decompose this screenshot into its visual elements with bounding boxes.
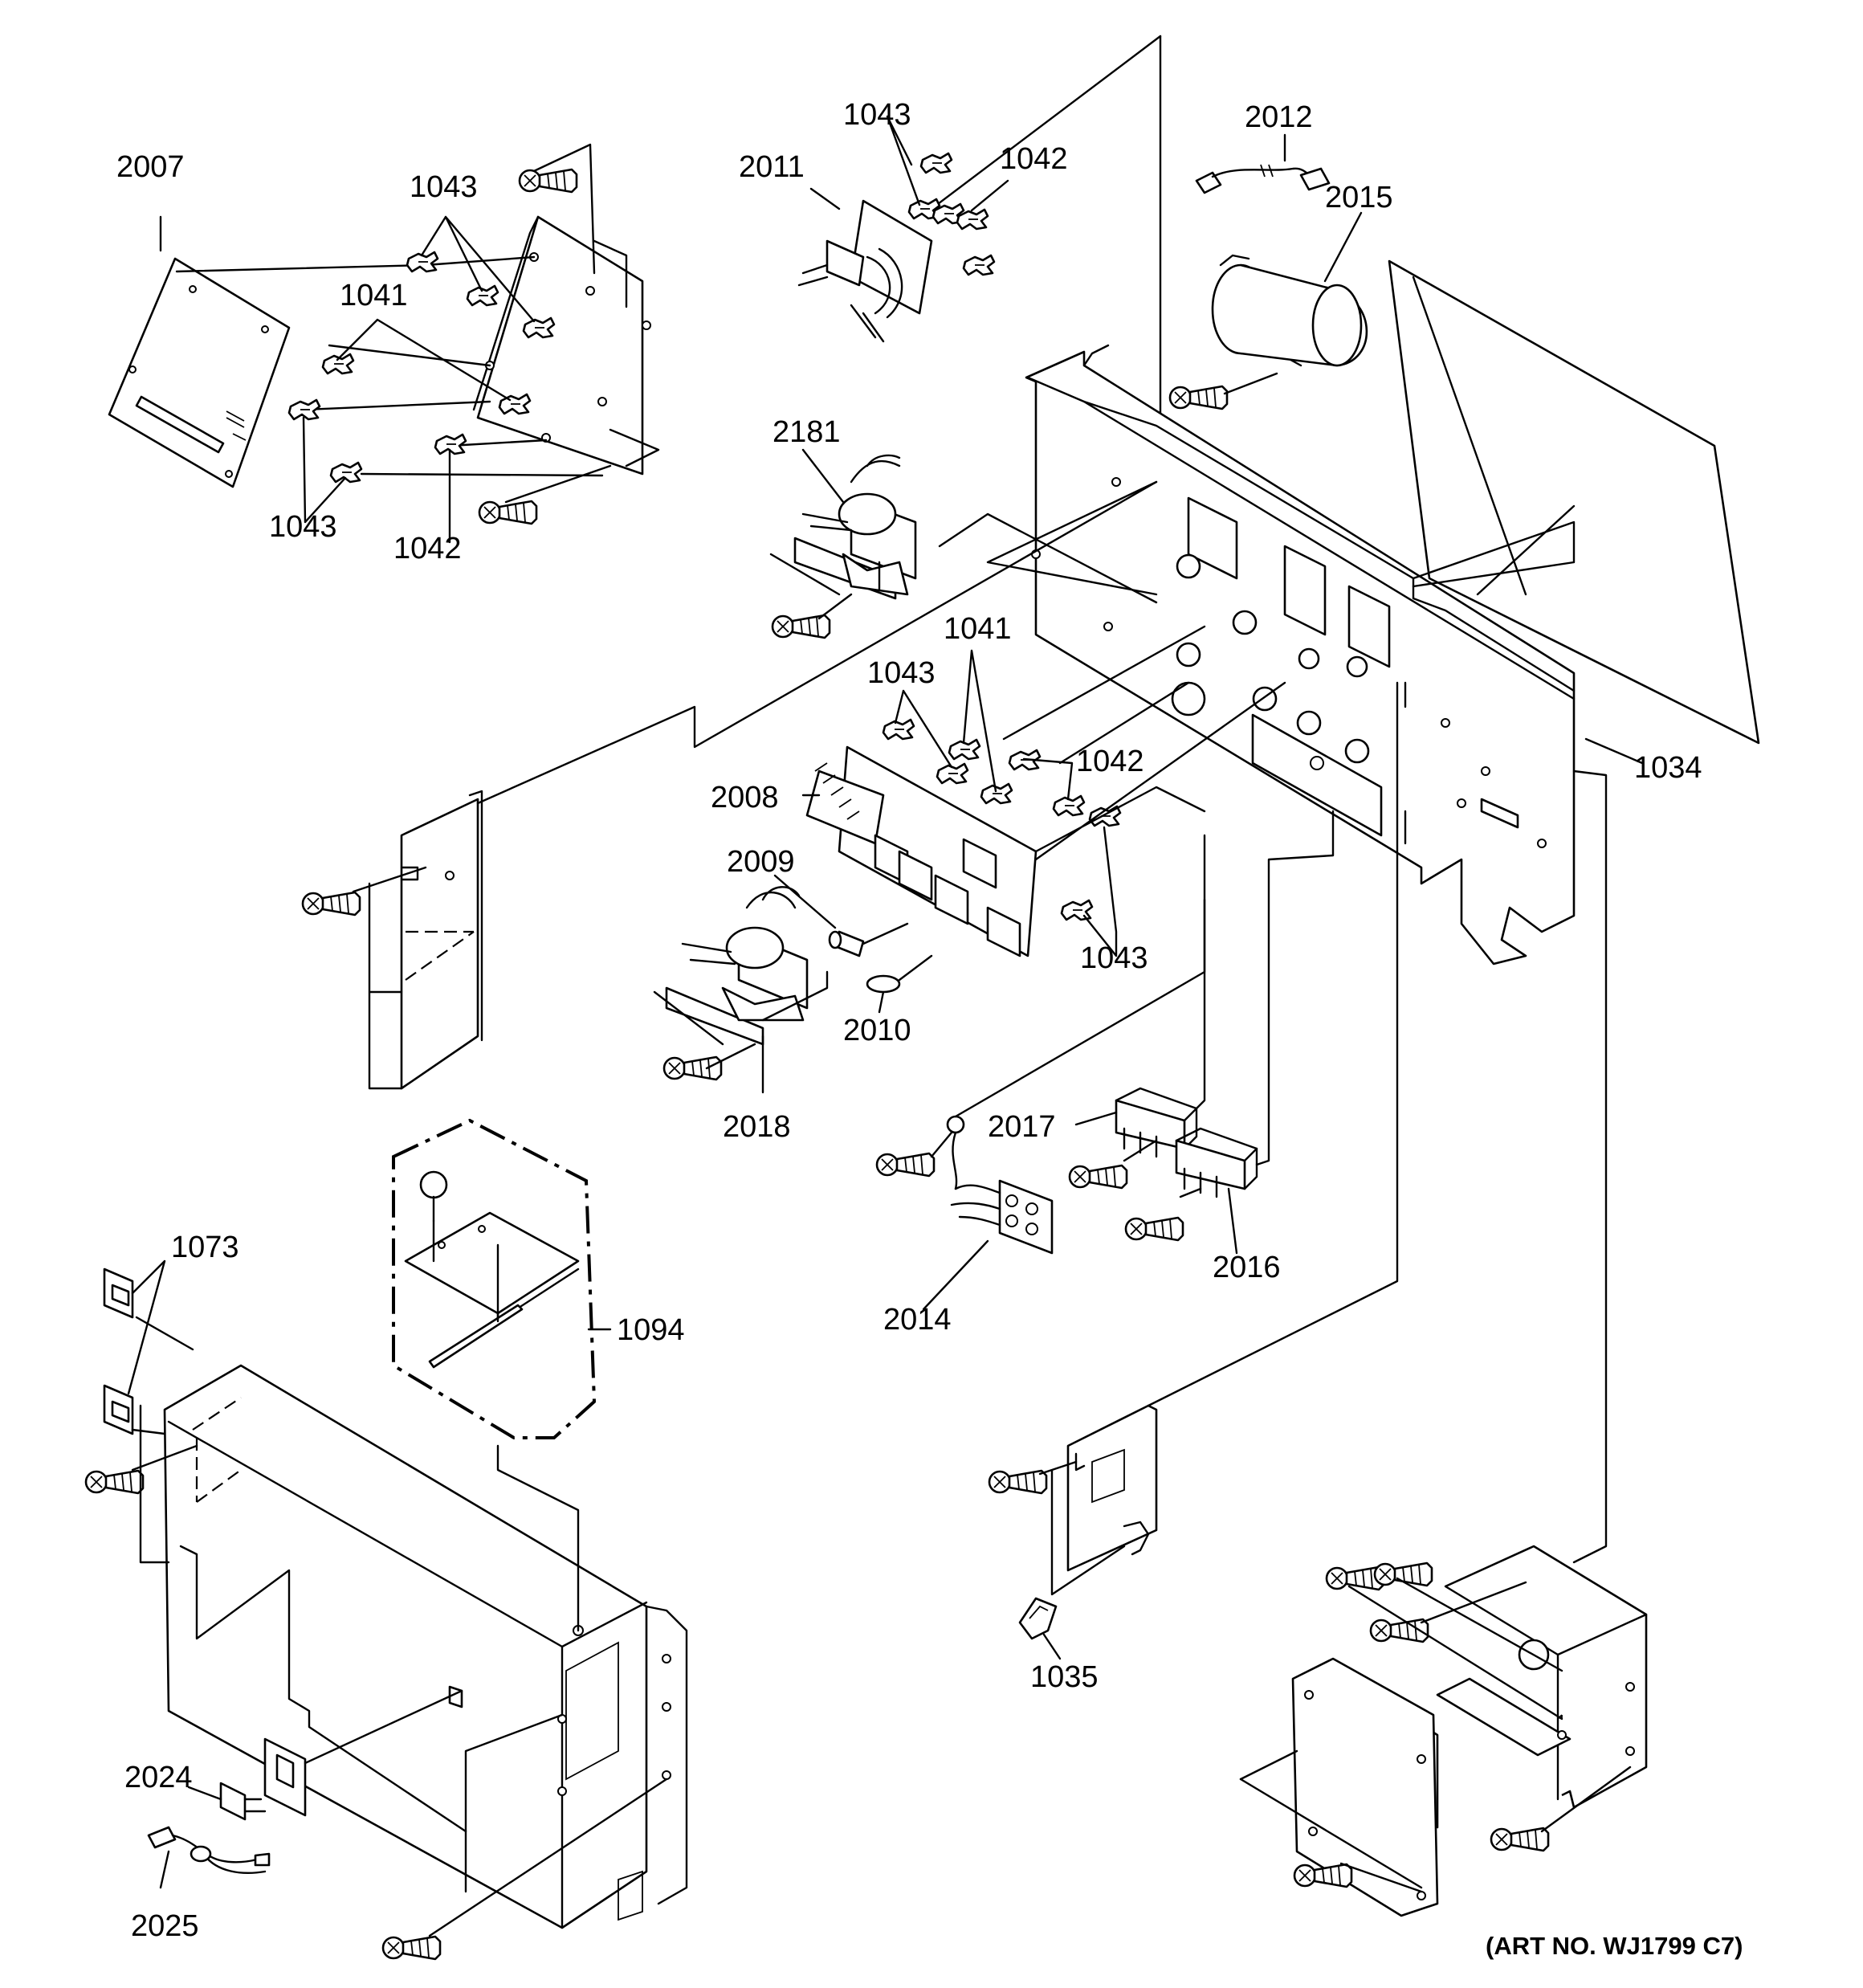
label-1043-e: 1043 [1080, 941, 1148, 975]
part-labels: 2007 1043 1041 1043 1042 1043 2011 1042 … [116, 98, 1743, 1960]
cover-panel-lower-right [1291, 1657, 1439, 1917]
label-1073: 1073 [171, 1231, 239, 1264]
control-board-2008 [805, 745, 1037, 957]
label-2011: 2011 [739, 150, 805, 184]
label-2007: 2007 [116, 150, 185, 184]
label-1043-a: 1043 [410, 170, 478, 204]
label-2024: 2024 [124, 1761, 193, 1794]
transformer-2018 [665, 886, 809, 1046]
label-1035: 1035 [1030, 1660, 1099, 1694]
relay-2016 [1175, 1127, 1258, 1198]
label-2008: 2008 [711, 781, 779, 814]
harness-connector-2014 [946, 1115, 1054, 1255]
art-number: (ART NO. WJ1799 C7) [1486, 1932, 1743, 1960]
side-plate [400, 790, 483, 1090]
motor-2015 [1211, 254, 1368, 367]
label-2016: 2016 [1213, 1251, 1281, 1284]
main-panel-1034 [1025, 344, 1576, 965]
label-2015: 2015 [1325, 181, 1393, 214]
transformer-2181 [793, 454, 917, 600]
label-1043-b: 1043 [269, 510, 337, 544]
label-1042-b: 1042 [1000, 142, 1068, 176]
label-1041-a: 1041 [340, 279, 408, 312]
kit-1094 [392, 1118, 597, 1439]
label-1042-c: 1042 [1076, 745, 1144, 778]
switch-1073 [103, 1268, 134, 1435]
label-1043-d: 1043 [867, 656, 936, 690]
terminal-block-2011 [797, 199, 933, 343]
cover-plate [1388, 259, 1760, 745]
label-2017: 2017 [988, 1110, 1056, 1144]
bracket-1035 [1018, 1404, 1158, 1640]
label-1034: 1034 [1634, 751, 1702, 785]
fuse-2009 [828, 930, 865, 957]
label-2014: 2014 [883, 1303, 952, 1337]
label-2010: 2010 [843, 1014, 911, 1047]
relay-2017 [1115, 1087, 1198, 1158]
wire-2025 [147, 1826, 271, 1874]
component-2010 [866, 954, 933, 994]
wire-harness-2012 [1195, 164, 1331, 194]
label-1043-c: 1043 [843, 98, 911, 132]
mounting-bracket [472, 215, 660, 476]
label-2009: 2009 [727, 845, 795, 879]
label-1041-b: 1041 [944, 612, 1012, 646]
label-2025: 2025 [131, 1909, 199, 1943]
label-2018: 2018 [723, 1110, 791, 1144]
label-2012: 2012 [1245, 100, 1313, 134]
label-1042-a: 1042 [393, 532, 462, 565]
label-2181: 2181 [773, 415, 841, 449]
control-board-2007 [108, 257, 291, 488]
label-1094: 1094 [617, 1313, 685, 1347]
switch-2024 [219, 1737, 307, 1821]
enclosure-box [163, 1364, 688, 1929]
